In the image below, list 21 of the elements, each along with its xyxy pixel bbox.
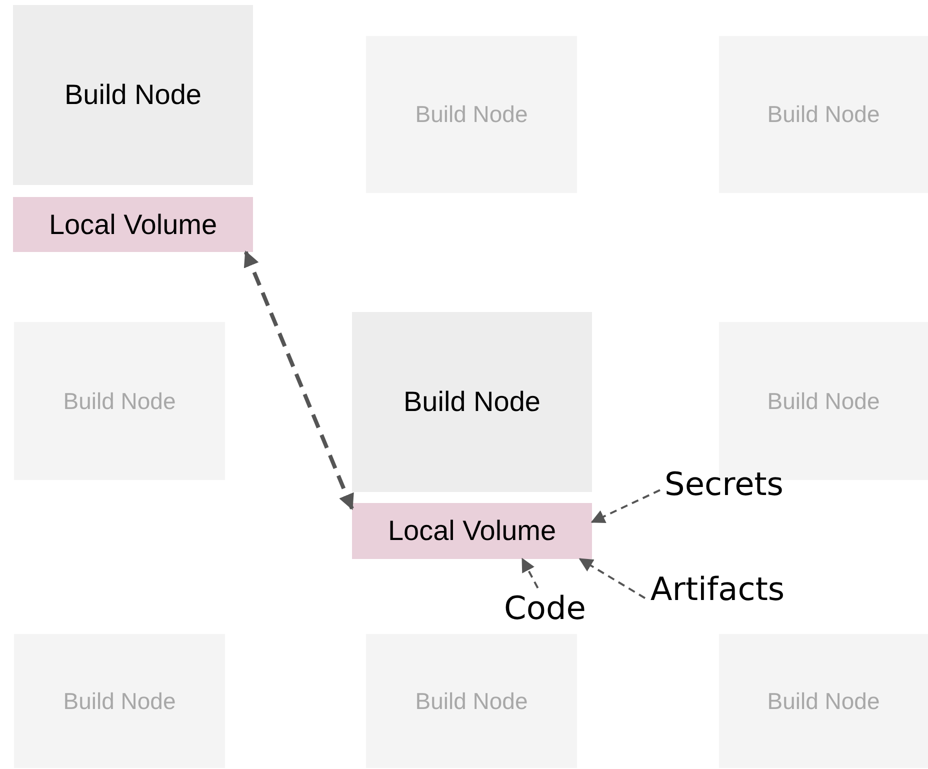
node-label: Build Node [767, 688, 880, 714]
node-label: Build Node [404, 386, 540, 418]
arrow [590, 489, 660, 524]
node-label: Build Node [63, 388, 176, 414]
arrow [244, 250, 354, 510]
node-label: Build Node [415, 101, 528, 128]
node-label: Build Node [64, 79, 202, 111]
edge-source-label: Secrets [664, 465, 784, 503]
node-label: Build Node [767, 101, 880, 128]
arrow [578, 558, 646, 599]
server-box [352, 312, 592, 492]
volume-box [352, 503, 592, 559]
node-label: Build Node [767, 388, 880, 414]
node-label: Build Node [63, 688, 176, 714]
node-label: Build Node [415, 688, 528, 714]
edge-source-label: Artifacts [650, 570, 785, 608]
node-label: Local Volume [48, 208, 218, 240]
node-label: Local Volume [388, 515, 556, 547]
arrow [522, 558, 539, 588]
volume-box [13, 197, 253, 252]
edge-source-label: Code [504, 589, 586, 627]
